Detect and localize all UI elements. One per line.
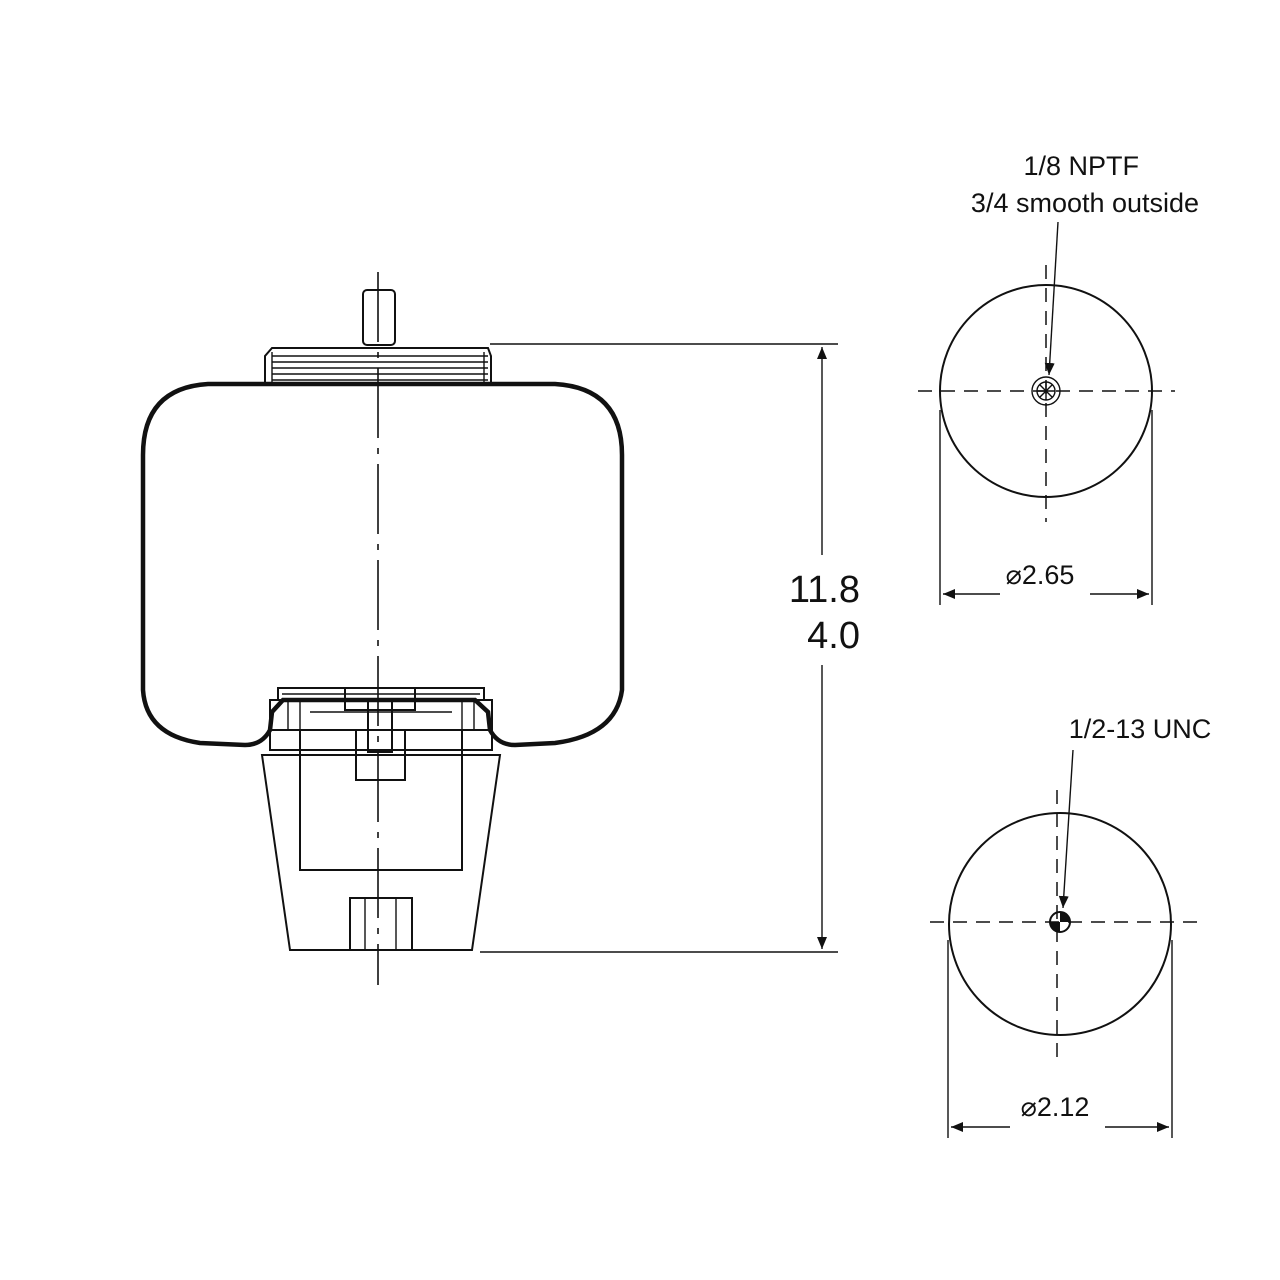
piston-top [269,687,493,753]
piston-base-circle [948,812,1172,1036]
stud-hole-icon [1049,911,1071,933]
port-label: 1/8 NPTF 3/4 smooth outside [971,151,1199,218]
top-diameter-label: ⌀2.65 [1006,560,1075,590]
stud-label: 1/2-13 UNC [1069,714,1212,744]
piston-base [260,730,502,951]
height-primary-label: 11.8 [789,569,860,611]
top-plate [264,347,492,385]
bellow-outline [140,381,625,748]
port-leader [1044,221,1059,376]
stud-leader [1058,749,1074,909]
height-secondary-label: 4.0 [807,615,860,657]
top-stud [362,289,396,346]
air-port-icon [1031,376,1061,406]
height-dimension [480,343,838,953]
bottom-diameter-label: ⌀2.12 [1021,1092,1090,1122]
side-view [140,272,625,985]
top-view [918,221,1175,605]
bottom-view [930,749,1198,1138]
